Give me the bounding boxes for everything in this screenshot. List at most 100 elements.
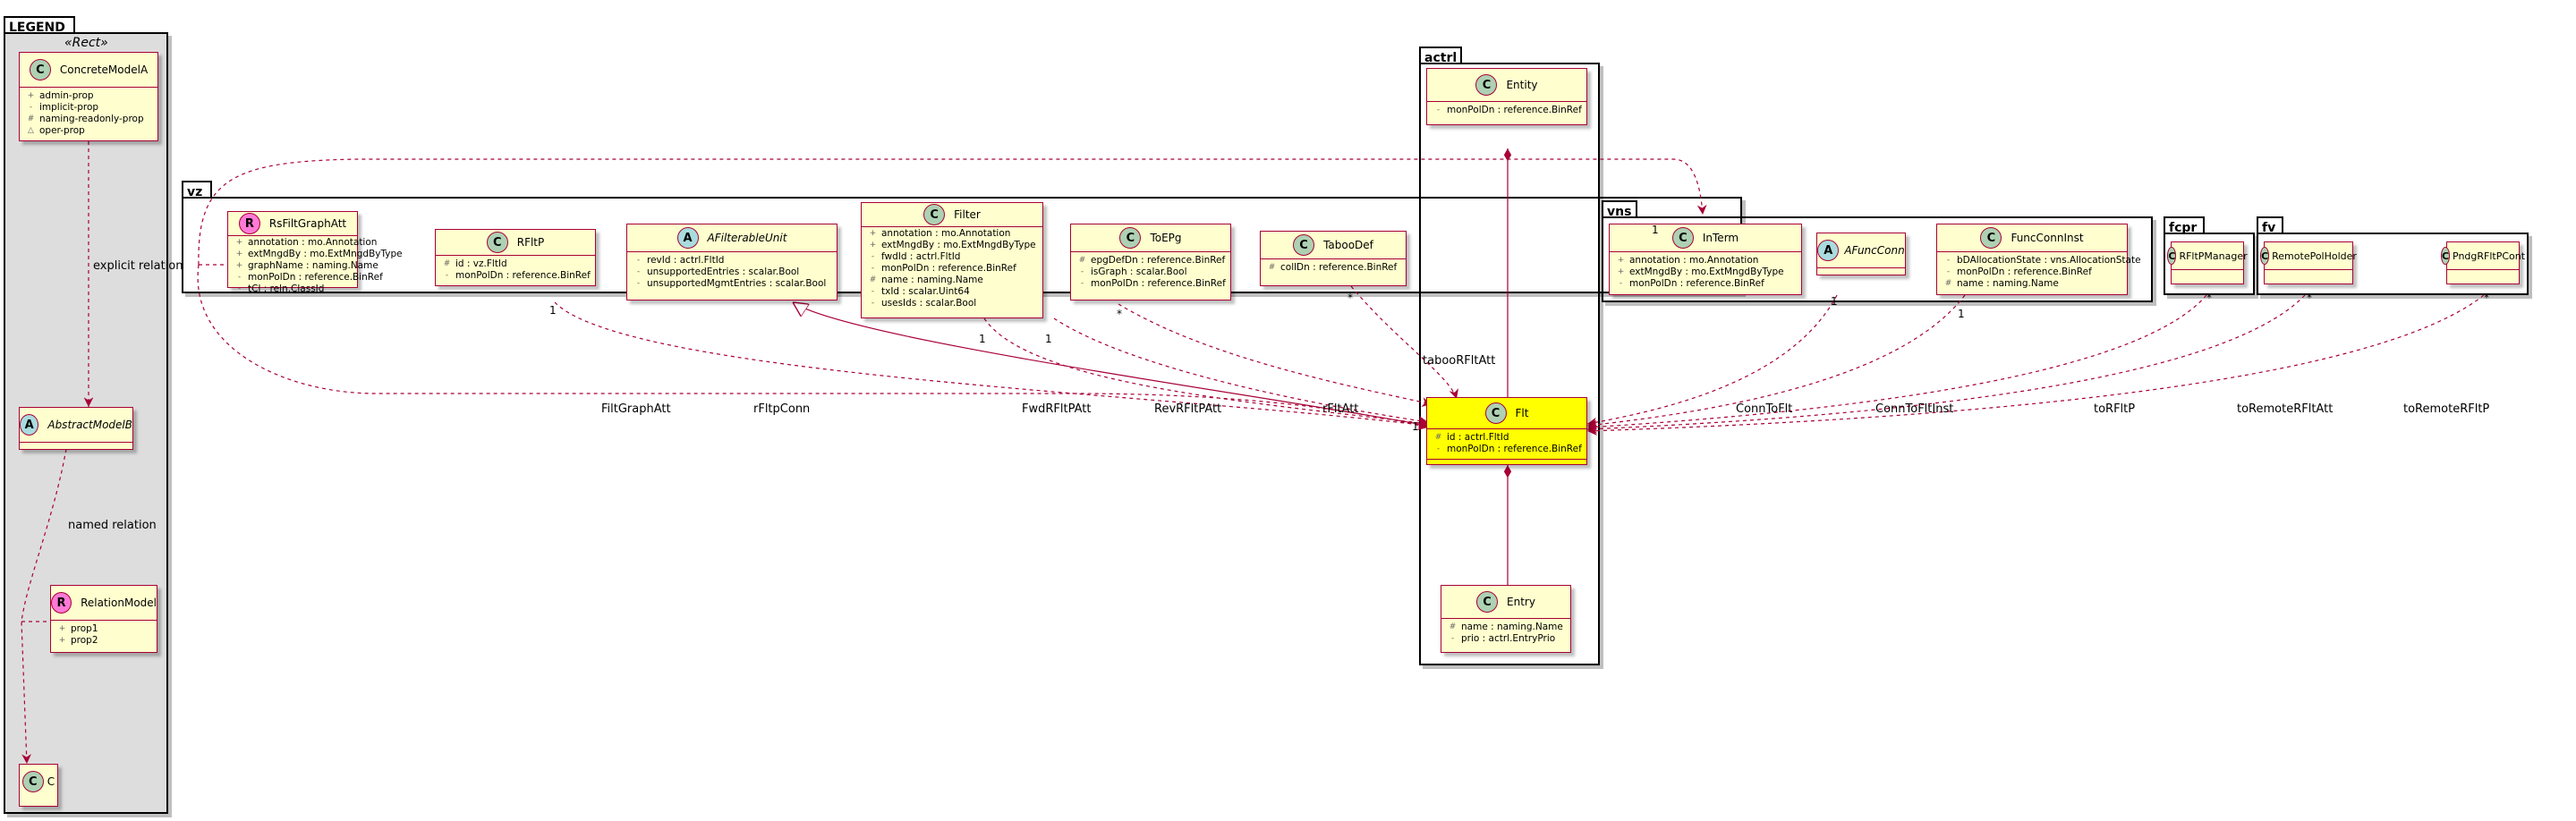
package-fcpr: [2164, 233, 2255, 295]
visibility-icon: #: [443, 259, 451, 268]
attribute: -tCl : reln.ClassId: [235, 284, 352, 295]
visibility-icon: -: [636, 256, 641, 265]
label-explicit-relation: explicit relation: [93, 259, 183, 273]
attribute-text: id : vz.FltId: [455, 258, 507, 269]
label-conntofltinst: ConnToFltInst: [1875, 402, 1954, 416]
visibility-icon: +: [235, 261, 243, 270]
visibility-icon: -: [636, 279, 641, 288]
visibility-icon: +: [1617, 256, 1625, 265]
attribute-text: monPolDn : reference.BinRef: [1091, 278, 1226, 289]
attribute: -unsupportedEntries : scalar.Bool: [634, 267, 831, 278]
visibility-icon: #: [27, 114, 35, 123]
multiplicity-label: *: [2484, 292, 2489, 304]
attribute: -monPolDn : reference.BinRef: [1078, 278, 1226, 290]
class-name: Entry: [1507, 596, 1535, 608]
attribute: # id : vz.FltId: [443, 258, 590, 270]
class-badge-icon: C: [2167, 247, 2177, 265]
class-name: Filter: [954, 208, 981, 221]
attribute-text: annotation : mo.Annotation: [248, 237, 378, 248]
visibility-icon: -: [445, 271, 449, 280]
attribute-text: extMngdBy : mo.ExtMngdByType: [881, 240, 1036, 250]
class-name: RsFiltGraphAtt: [268, 217, 347, 230]
attribute: #epgDefDn : reference.BinRef: [1078, 255, 1226, 267]
class-badge-icon: R: [238, 213, 260, 234]
label-named-relation: named relation: [68, 519, 157, 532]
class-name: RFltPManager: [2179, 250, 2248, 262]
legend-stereotype: «Rect»: [64, 36, 108, 50]
label-rfltatt: rFltAtt: [1322, 402, 1359, 416]
class-badge-icon: C: [1484, 402, 1507, 424]
visibility-icon: -: [237, 284, 242, 293]
class-name: ConcreteModelA: [59, 63, 149, 76]
attribute-text: usesIds : scalar.Bool: [881, 298, 977, 309]
attribute: #name : naming.Name: [869, 275, 1037, 286]
visibility-icon: △: [28, 126, 34, 135]
attribute-text: implicit-prop: [39, 102, 99, 113]
visibility-icon: -: [1080, 267, 1084, 276]
visibility-icon: -: [237, 273, 242, 282]
class-badge-icon: C: [1119, 227, 1142, 249]
class-badge-icon: C: [1980, 227, 2002, 249]
visibility-icon: +: [869, 241, 877, 250]
multiplicity-label: 1: [1958, 308, 1965, 320]
multiplicity-label: *: [1348, 292, 1353, 304]
class-badge-icon: A: [20, 414, 39, 436]
class-name: InTerm: [1702, 232, 1739, 244]
attribute-text: monPolDn : reference.BinRef: [1957, 267, 2092, 277]
multiplicity-label: 1: [979, 333, 986, 345]
class-name: Entity: [1506, 79, 1538, 91]
visibility-icon: +: [27, 91, 35, 100]
attribute: -monPolDn : reference.BinRef: [1944, 267, 2121, 278]
package-tab-vz: vz: [182, 181, 212, 199]
attribute: -bDAllocationState : vns.AllocationState: [1944, 255, 2141, 267]
package-tab-fv: fv: [2257, 216, 2283, 235]
class-badge-icon: C: [1475, 74, 1498, 96]
attribute-text: tCl : reln.ClassId: [248, 284, 325, 294]
attribute: -txId : scalar.Uint64: [869, 286, 1037, 298]
attribute: +graphName : naming.Name: [235, 260, 378, 272]
package-tab-fcpr: fcpr: [2164, 216, 2205, 235]
attribute-text: txId : scalar.Uint64: [881, 286, 970, 297]
attribute: -monPolDn : reference.BinRef: [443, 270, 591, 282]
class-rs-filt-graph-att[interactable]: R RsFiltGraphAtt + annotation : mo.Annotat…: [227, 211, 403, 294]
visibility-icon: +: [869, 229, 877, 238]
attribute-text: collDn : reference.BinRef: [1280, 262, 1398, 273]
edge-fwdrfltpatt: [983, 317, 1429, 428]
attribute: +prop1: [58, 623, 151, 635]
multiplicity-label: *: [2206, 292, 2212, 304]
visibility-icon: #: [1078, 256, 1086, 265]
label-rfltpconn: rFltpConn: [753, 402, 811, 416]
attribute-text: revId : actrl.FltId: [647, 255, 725, 266]
attribute: -fwdId : actrl.FltId: [869, 251, 1037, 263]
edge-taboorfltatt: [1350, 285, 1458, 400]
attribute-text: admin-prop: [39, 90, 94, 101]
package-tab-vns: vns: [1602, 200, 1637, 219]
class-badge-icon: C: [2440, 247, 2451, 265]
visibility-icon: +: [1617, 267, 1625, 276]
class-badge-icon: R: [51, 592, 72, 614]
visibility-icon: #: [1449, 622, 1457, 631]
visibility-icon: +: [235, 238, 243, 247]
class-name: ToEPg: [1150, 232, 1182, 244]
class-name: RFltP: [516, 236, 545, 249]
package-vns: [1602, 216, 2153, 302]
